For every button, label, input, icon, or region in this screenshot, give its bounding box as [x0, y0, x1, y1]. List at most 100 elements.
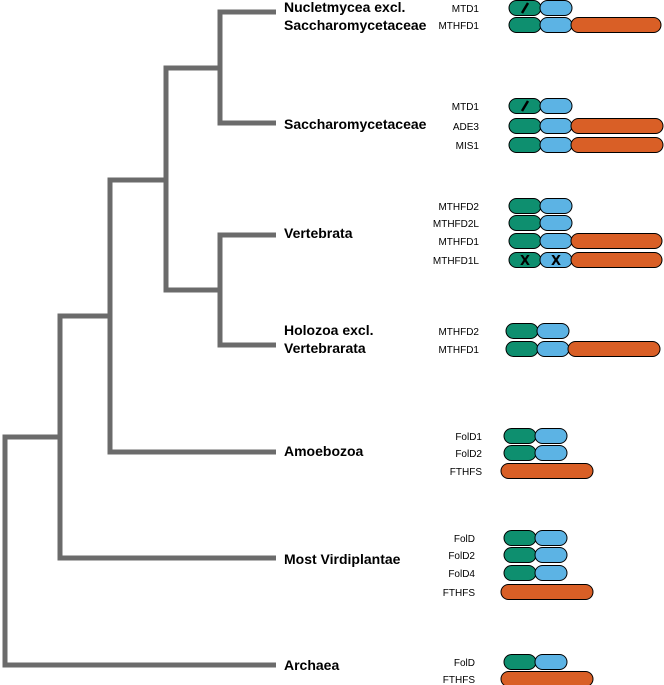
blue-domain	[539, 233, 573, 249]
gene-row: MTHFD1	[438, 233, 663, 249]
green-domain	[505, 323, 539, 339]
blue-domain	[539, 0, 573, 16]
gene-label: MTD1	[452, 102, 480, 113]
gene-label: FTHFS	[450, 467, 483, 478]
gene-row: MTHFD1	[438, 17, 662, 33]
blue-domain	[539, 198, 573, 214]
tree-branch	[217, 232, 276, 348]
gene-label: FolD	[454, 534, 475, 545]
gene-label: FTHFS	[443, 588, 476, 599]
blue-domain	[534, 445, 568, 461]
clade-label-holozoa: Holozoa excl.Vertebrarata	[284, 322, 373, 356]
green-domain	[508, 215, 542, 231]
tree-branch	[2, 434, 276, 668]
green-domain	[508, 17, 542, 33]
blue-domain	[534, 547, 568, 563]
clade-label-nucletmycea: Nucletmycea excl.Saccharomycetaceae	[284, 0, 427, 33]
inactive-slash-mark	[520, 100, 530, 112]
orange-domain	[570, 137, 664, 153]
orange-domain	[567, 341, 661, 357]
tree-branch	[217, 9, 276, 126]
gene-label: FolD2	[455, 449, 482, 460]
tree-branch	[107, 177, 276, 455]
clade-label-amoebozoa: Amoebozoa	[284, 443, 364, 459]
blue-domain	[539, 215, 573, 231]
gene-label: MTHFD2L	[433, 219, 480, 230]
blue-domain	[534, 565, 568, 581]
gene-row: FolD	[454, 654, 568, 670]
clade-labels: Nucletmycea excl.SaccharomycetaceaeSacch…	[284, 0, 427, 673]
green-domain	[503, 445, 537, 461]
clade-label-vertebrata: Vertebrata	[284, 225, 353, 241]
green-domain	[503, 654, 537, 670]
inactive-x-mark: X	[520, 254, 530, 269]
orange-domain	[570, 17, 662, 33]
inactive-x-mark: X	[551, 254, 561, 269]
inactive-slash-mark	[520, 2, 530, 14]
green-domain	[508, 233, 542, 249]
gene-label: MTHFD1	[438, 21, 479, 32]
gene-label: MIS1	[456, 141, 480, 152]
green-domain	[503, 547, 537, 563]
blue-domain	[534, 530, 568, 546]
orange-domain	[570, 233, 663, 249]
gene-label: FolD1	[455, 432, 482, 443]
phylogenetic-tree	[2, 9, 276, 668]
blue-domain	[539, 98, 573, 114]
gene-row: MTHFD2L	[433, 215, 573, 231]
tree-branch	[57, 313, 276, 561]
gene-label: MTD1	[452, 4, 480, 15]
gene-row: FolD2	[455, 445, 568, 461]
gene-row: MTHFD1	[438, 341, 661, 357]
gene-row: MTD1	[452, 98, 573, 114]
gene-row: MTHFD2	[438, 198, 573, 214]
gene-row: FTHFS	[443, 584, 594, 600]
green-domain	[508, 137, 542, 153]
tree-branch	[163, 65, 220, 293]
clade-label-virdiplantae: Most Virdiplantae	[284, 551, 401, 567]
clade-label-saccharomycetaceae: Saccharomycetaceae	[284, 116, 427, 132]
gene-row: FolD2	[448, 547, 568, 563]
gene-row: FolD4	[448, 565, 568, 581]
gene-row: MTD1	[452, 0, 573, 16]
clade-label-archaea: Archaea	[284, 657, 339, 673]
gene-label: MTHFD1	[438, 345, 479, 356]
blue-domain	[536, 323, 570, 339]
blue-domain	[539, 118, 573, 134]
orange-domain	[570, 118, 664, 134]
orange-domain	[500, 463, 594, 479]
gene-row: ADE3	[453, 118, 664, 134]
blue-domain	[539, 137, 573, 153]
green-domain	[503, 565, 537, 581]
gene-row: FolD1	[455, 428, 568, 444]
blue-domain	[534, 654, 568, 670]
gene-label: MTHFD1	[438, 237, 479, 248]
gene-label: FolD4	[448, 569, 475, 580]
green-domain	[508, 118, 542, 134]
gene-row: FTHFS	[443, 671, 594, 685]
gene-label: MTHFD2	[438, 202, 479, 213]
gene-label: MTHFD2	[438, 327, 479, 338]
green-domain	[508, 198, 542, 214]
green-domain	[503, 428, 537, 444]
gene-label: FolD	[454, 658, 475, 669]
gene-label: MTHFD1L	[433, 256, 480, 267]
blue-domain	[539, 17, 573, 33]
gene-label: FTHFS	[443, 675, 476, 685]
gene-row: FolD	[454, 530, 568, 546]
blue-domain	[536, 341, 570, 357]
gene-row: MTHFD1L X X	[433, 252, 663, 269]
green-domain	[505, 341, 539, 357]
gene-domain-rows: MTD1MTHFD1MTD1ADE3MIS1MTHFD2MTHFD2LMTHFD…	[433, 0, 664, 685]
gene-label: ADE3	[453, 122, 480, 133]
green-domain	[503, 530, 537, 546]
orange-domain	[570, 252, 663, 268]
gene-label: FolD2	[448, 551, 475, 562]
gene-row: MTHFD2	[438, 323, 570, 339]
gene-row: FTHFS	[450, 463, 594, 479]
orange-domain	[500, 671, 594, 685]
blue-domain	[534, 428, 568, 444]
orange-domain	[500, 584, 594, 600]
gene-row: MIS1	[456, 137, 664, 153]
